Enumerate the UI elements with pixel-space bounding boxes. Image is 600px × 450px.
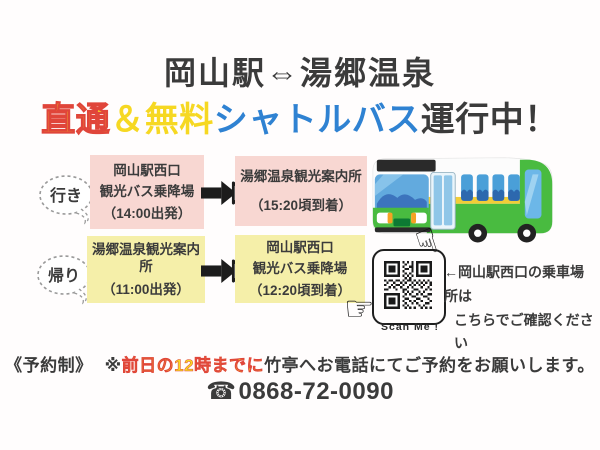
- outbound-from-line3: （14:00出発）: [102, 205, 192, 221]
- return-from-box: 湯郷温泉観光案内所 （11:00出発）: [87, 236, 205, 303]
- qr-frame: [372, 249, 446, 325]
- outbound-from-line2: 観光バス乗降場: [99, 184, 195, 200]
- outbound-from-box: 岡山駅西口 観光バス乗降場 （14:00出発）: [90, 155, 204, 229]
- qr-note-line2: こちらでご確認ください: [454, 311, 594, 352]
- reservation-note: 《予約制》 ※前日の12時までに竹亭へお電話にてご予約をお願いします。: [0, 351, 600, 376]
- return-from-line2: （11:00出発）: [102, 281, 190, 297]
- qr-note: ←岡山駅西口の乗車場所は こちらでご確認ください: [444, 261, 594, 356]
- outbound-to-line1: 湯郷温泉観光案内所: [240, 168, 362, 184]
- hand-pointing-right-icon: ☞: [344, 290, 375, 328]
- qr-note-line1: ←岡山駅西口の乗車場所は: [444, 264, 584, 304]
- note-mark: ※: [104, 356, 122, 375]
- return-to-line2: 観光バス乗降場: [252, 261, 348, 277]
- subtitle-amp: ＆: [110, 101, 145, 139]
- reservation-label: 《予約制》: [5, 356, 93, 375]
- outbound-to-box: 湯郷温泉観光案内所 （15:20頃到着）: [235, 156, 367, 226]
- subtitle-direct: 直通: [41, 100, 111, 139]
- phone-line: ☎0868-72-0090: [0, 377, 600, 406]
- subtitle-free: 無料: [144, 101, 214, 139]
- bus-illustration-icon: [372, 157, 553, 243]
- deadline-highlight: 前日の12時までに: [121, 356, 265, 376]
- return-to-line1: 岡山駅西口: [266, 239, 334, 255]
- outbound-to-line2: （15:20頃到着）: [249, 197, 353, 213]
- phone-icon: ☎: [206, 378, 237, 405]
- reservation-rest: 竹亭へお電話にてご予約をお願いします。: [264, 356, 595, 375]
- qr-code: [384, 261, 432, 309]
- page-title: 岡山駅⇔湯郷温泉: [163, 55, 436, 91]
- return-to-line3: （12:20頃到着）: [248, 282, 352, 298]
- outbound-from-line1: 岡山駅西口: [113, 162, 181, 178]
- subtitle-shuttle: シャトルバス: [213, 101, 421, 139]
- scan-me-label: Scan Me !: [380, 321, 439, 333]
- return-label: 帰り: [48, 267, 80, 285]
- subtitle-operating: 運行中！: [420, 101, 559, 139]
- phone-number: 0868-72-0090: [238, 378, 394, 405]
- return-to-box: 岡山駅西口 観光バス乗降場 （12:20頃到着）: [235, 235, 365, 303]
- return-from-line1: 湯郷温泉観光案内所: [92, 241, 200, 275]
- outbound-label: 行き: [49, 186, 82, 205]
- page-subtitle: 直通＆無料シャトルバス運行中！: [0, 92, 600, 141]
